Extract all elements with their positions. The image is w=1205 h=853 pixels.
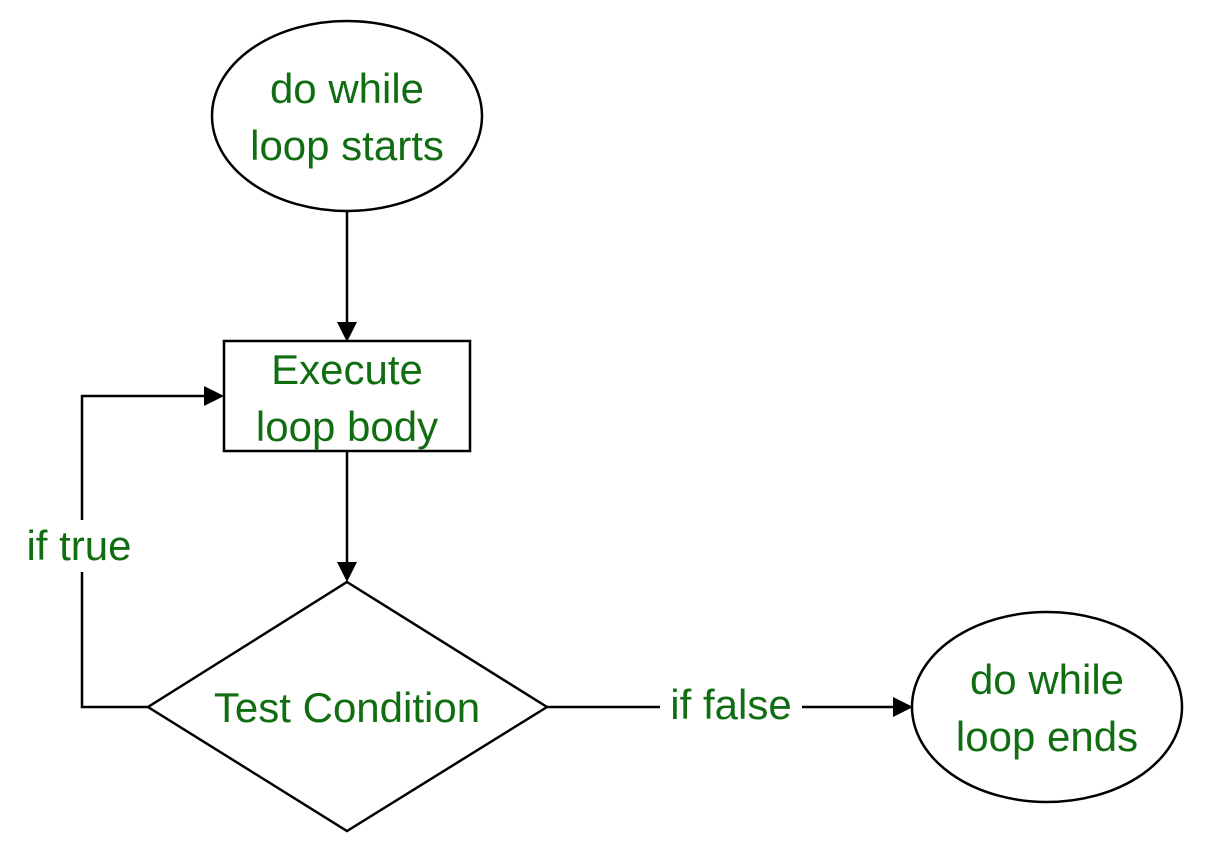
node-test-condition: Test Condition bbox=[145, 580, 550, 833]
node-label-line2: loop ends bbox=[956, 713, 1138, 760]
node-label-line1: do while bbox=[270, 65, 424, 112]
edge-condition-false: if false bbox=[547, 680, 913, 732]
condition-diamond bbox=[145, 580, 550, 833]
edge-label-if-true: if true bbox=[26, 522, 131, 569]
arrowhead-icon bbox=[204, 386, 224, 406]
node-label: Test Condition bbox=[214, 684, 480, 731]
arrowhead-icon bbox=[893, 697, 913, 717]
edge-label-background bbox=[660, 680, 802, 732]
node-label-line2: loop body bbox=[256, 403, 438, 450]
node-label-line2: loop starts bbox=[250, 122, 444, 169]
edge-start-to-body bbox=[337, 212, 357, 342]
node-loop-end: do while loop ends bbox=[910, 610, 1184, 804]
arrowhead-icon bbox=[337, 322, 357, 342]
edge-label-background bbox=[18, 520, 142, 572]
edge-body-to-condition bbox=[337, 452, 357, 582]
edge-label-if-false: if false bbox=[670, 681, 791, 728]
start-ellipse bbox=[210, 19, 484, 213]
body-rectangle bbox=[222, 339, 472, 453]
node-label-line1: do while bbox=[970, 656, 1124, 703]
node-loop-body: Execute loop body bbox=[222, 339, 472, 453]
node-label-line1: Execute bbox=[271, 346, 423, 393]
edge-condition-true: if true bbox=[18, 386, 224, 709]
arrowhead-icon bbox=[337, 562, 357, 582]
node-loop-start: do while loop starts bbox=[210, 19, 484, 213]
end-ellipse bbox=[910, 610, 1184, 804]
